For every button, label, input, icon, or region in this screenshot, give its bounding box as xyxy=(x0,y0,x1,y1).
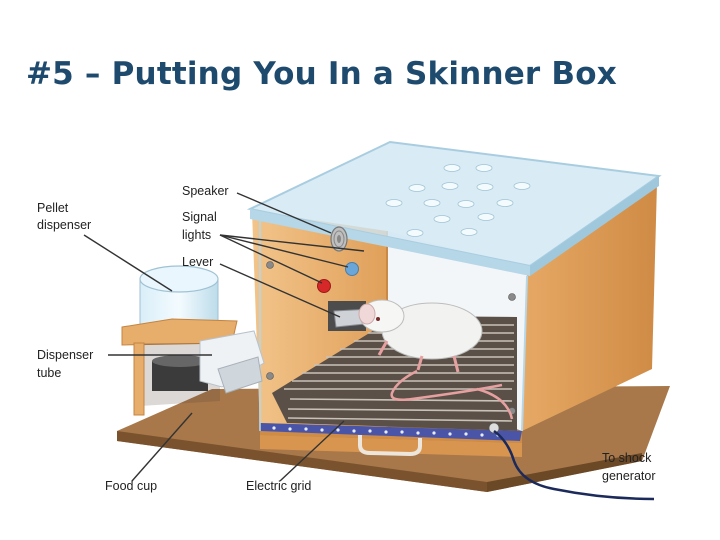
label-lever: Lever xyxy=(182,255,213,269)
drawer xyxy=(260,423,522,457)
dispenser-tube xyxy=(199,330,265,394)
glass-lid xyxy=(246,140,662,276)
label-dispenser-tube-line2: tube xyxy=(37,366,61,380)
dispenser-mount xyxy=(121,318,238,416)
slide-title: #5 – Putting You In a Skinner Box xyxy=(26,56,617,92)
label-shock-line1: To shock xyxy=(602,451,652,465)
label-signal-lights-line1: Signal xyxy=(182,210,217,224)
leader-lines xyxy=(83,192,365,482)
label-signal-lights-line2: lights xyxy=(182,228,211,242)
speaker-icon xyxy=(330,226,348,252)
label-electric-grid: Electric grid xyxy=(246,479,311,493)
shock-cable xyxy=(493,429,655,501)
label-shock-line2: generator xyxy=(602,469,656,483)
rat xyxy=(358,299,514,420)
label-food-cup: Food cup xyxy=(105,479,157,493)
label-pellet-dispenser-line2: dispenser xyxy=(37,218,91,232)
right-wall xyxy=(522,183,657,431)
skinner-box-diagram: Pellet dispenser Speaker Signal lights L… xyxy=(22,131,695,515)
label-pellet-dispenser-line1: Pellet xyxy=(37,201,69,215)
blue-signal-light xyxy=(345,262,359,276)
label-dispenser-tube-line1: Dispenser xyxy=(37,348,93,362)
label-speaker: Speaker xyxy=(182,184,229,198)
